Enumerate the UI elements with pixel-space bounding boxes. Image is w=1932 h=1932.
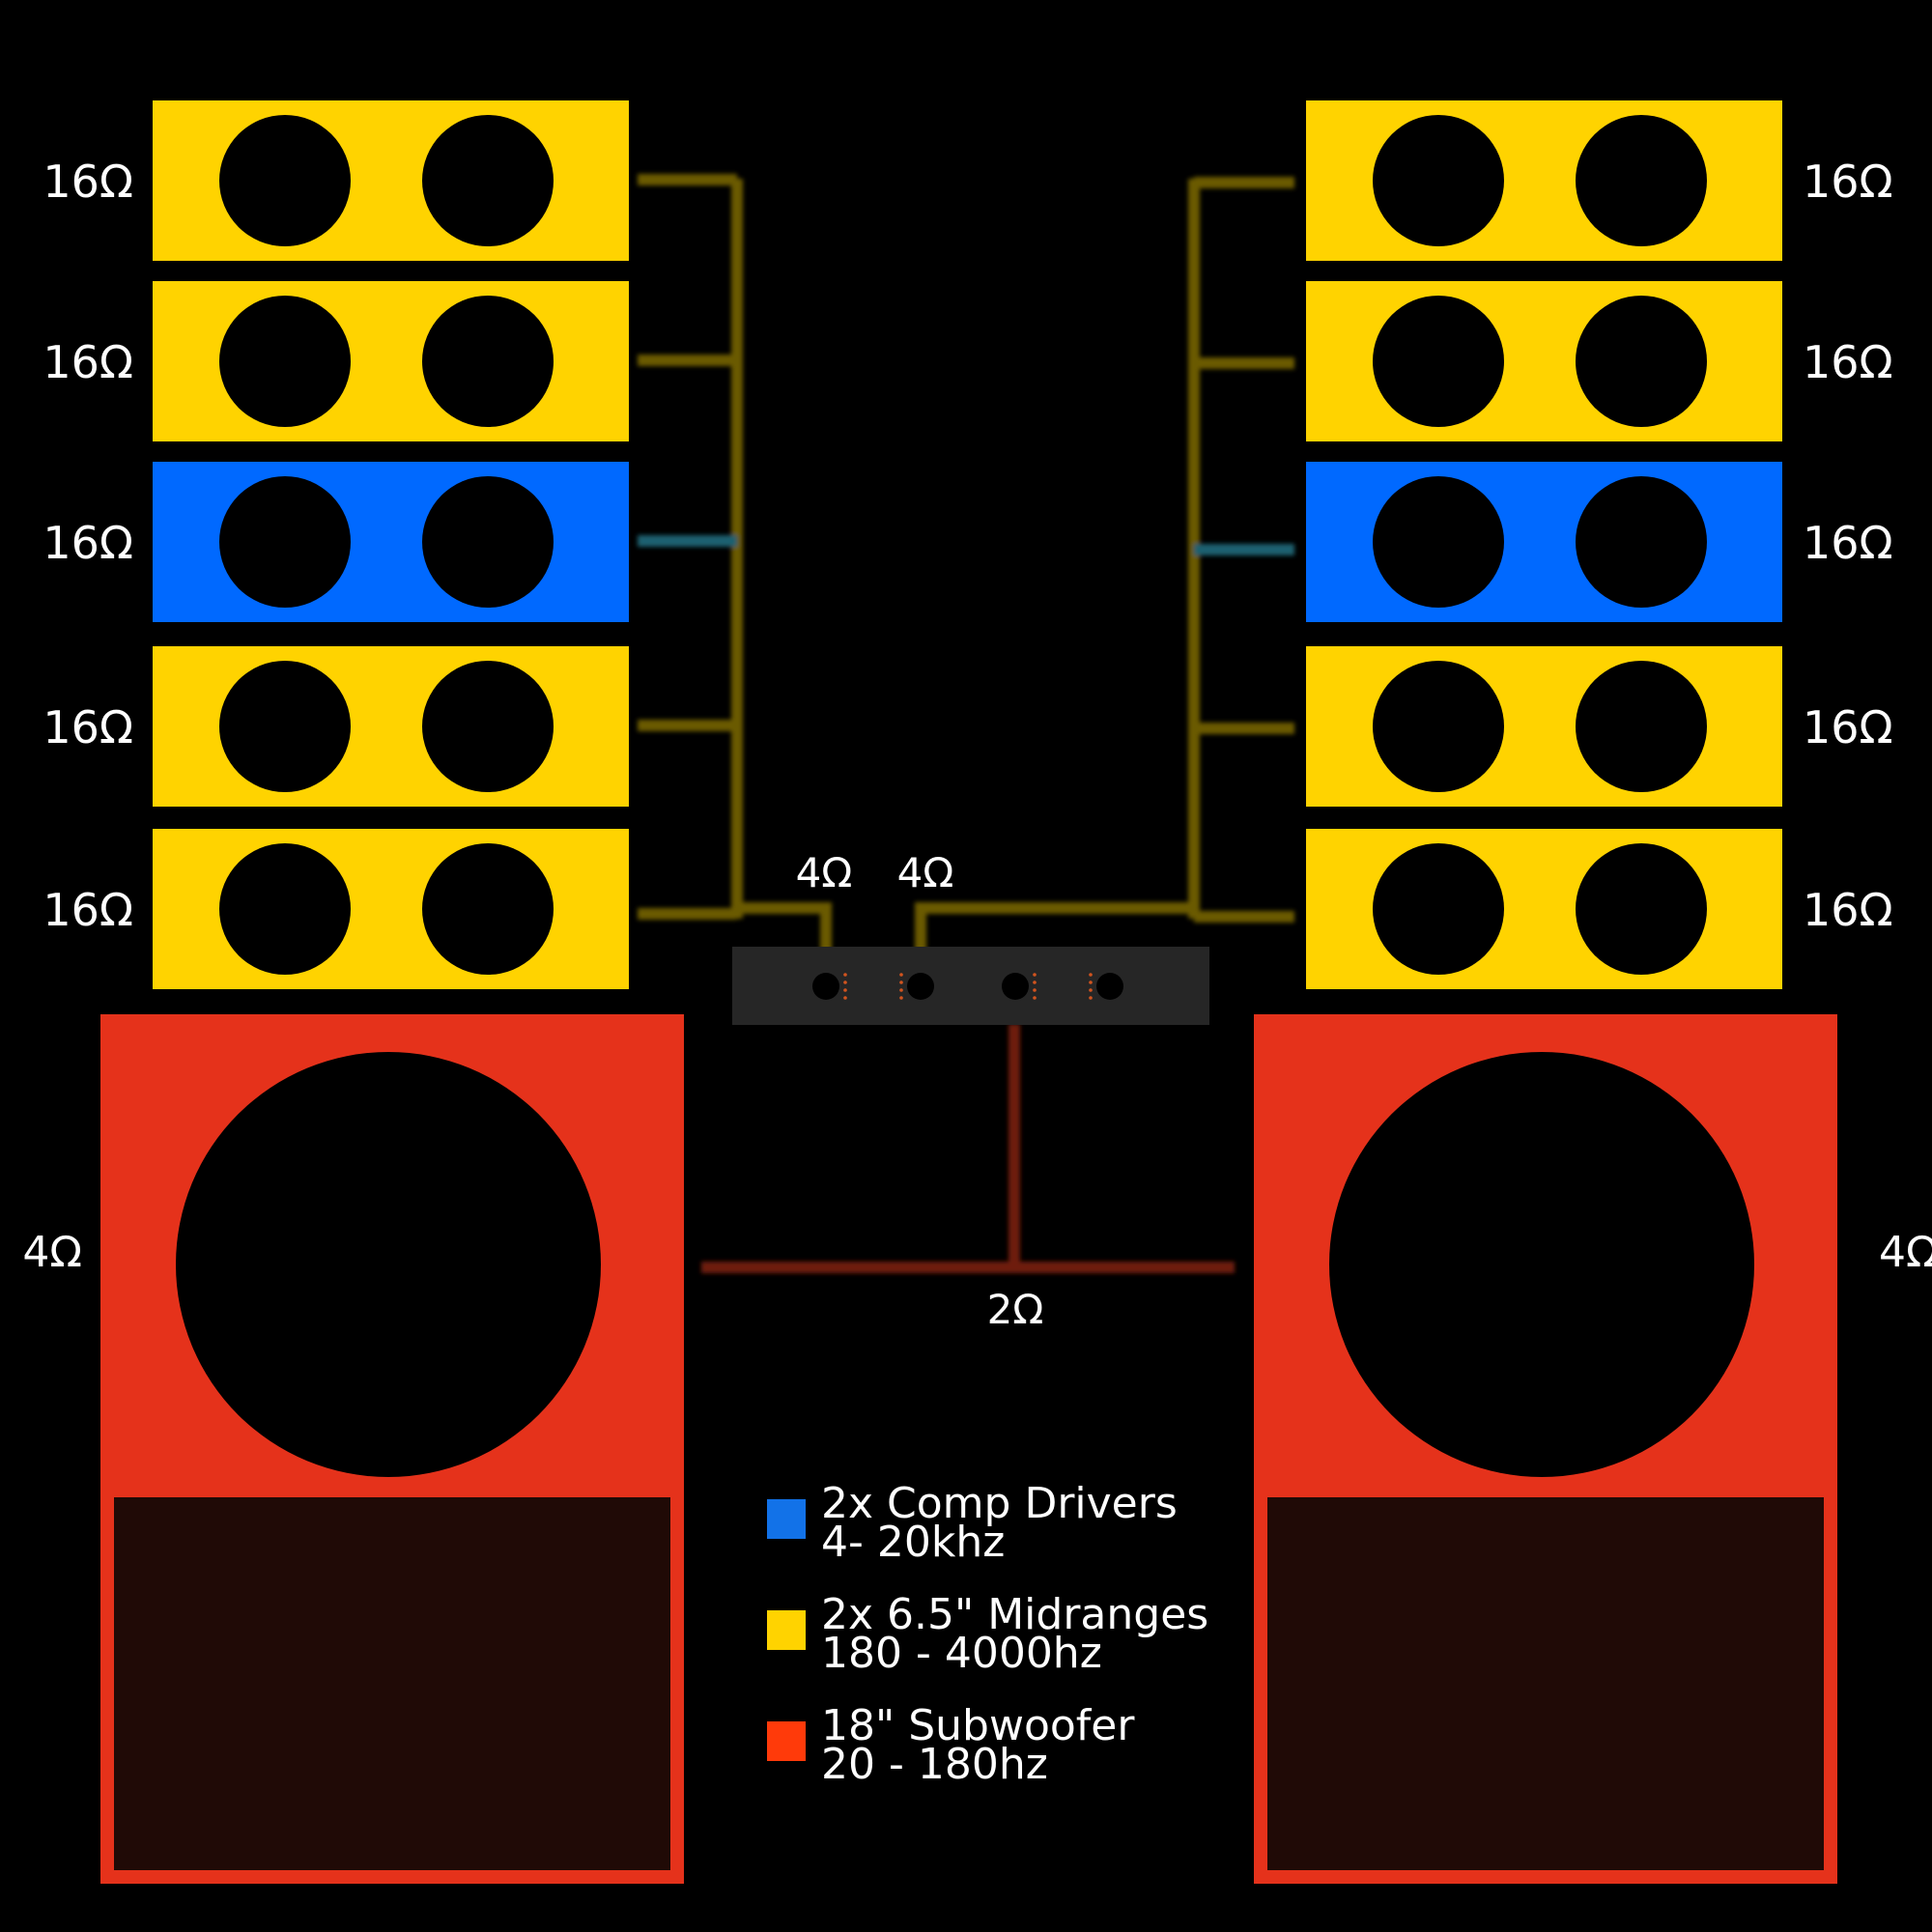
left-stack-cabinet-3 bbox=[153, 462, 629, 622]
right-stack-cabinet-2 bbox=[1306, 281, 1782, 441]
left-stack-cabinet-1 bbox=[153, 100, 629, 261]
cabinets bbox=[100, 100, 1837, 1884]
subwoofer-driver bbox=[176, 1052, 601, 1477]
terminal-dot bbox=[1033, 973, 1037, 977]
terminal-dot bbox=[843, 980, 847, 984]
amp-chassis bbox=[732, 947, 1209, 1025]
terminal-dot bbox=[899, 988, 903, 992]
right-row-3-impedance: 16Ω bbox=[1803, 517, 1893, 569]
amp-right-impedance: 4Ω bbox=[897, 849, 954, 896]
right-stack-cabinet-1 bbox=[1306, 100, 1782, 261]
comp-driver-2 bbox=[422, 476, 554, 608]
left-subwoofer-cabinet bbox=[100, 1014, 684, 1884]
terminal-dot bbox=[1089, 988, 1093, 992]
midrange-driver-2 bbox=[1576, 661, 1707, 792]
amplifier bbox=[732, 947, 1209, 1025]
amp-left-impedance: 4Ω bbox=[796, 849, 853, 896]
midrange-driver-1 bbox=[219, 661, 351, 792]
left-row-5-impedance: 16Ω bbox=[43, 884, 133, 936]
terminal-dot bbox=[899, 980, 903, 984]
sub-bridge-impedance: 2Ω bbox=[987, 1286, 1044, 1333]
amp-unit bbox=[732, 947, 1209, 1025]
right-stack-cabinet-4 bbox=[1306, 646, 1782, 807]
midrange-driver-1 bbox=[1373, 115, 1504, 246]
amp-terminal-1 bbox=[812, 973, 847, 1000]
terminal-dot bbox=[843, 996, 847, 1000]
right-sub-impedance: 4Ω bbox=[1879, 1228, 1932, 1277]
wiring bbox=[638, 174, 1294, 1273]
left-row-1-impedance: 16Ω bbox=[43, 156, 133, 208]
terminal-jack bbox=[812, 973, 839, 1000]
left-row-2-impedance: 16Ω bbox=[43, 336, 133, 388]
left-stack-cabinet-4 bbox=[153, 646, 629, 807]
midrange-driver-1 bbox=[219, 115, 351, 246]
right-to-amp-wire bbox=[915, 902, 1194, 952]
left-to-amp-wire bbox=[737, 902, 832, 952]
right-stack-cabinet-3 bbox=[1306, 462, 1782, 622]
midrange-driver-1 bbox=[219, 296, 351, 427]
left-sub-impedance: 4Ω bbox=[22, 1228, 82, 1277]
midrange-driver-2 bbox=[422, 296, 554, 427]
midrange-driver-2 bbox=[422, 115, 554, 246]
terminal-dot bbox=[899, 996, 903, 1000]
legend-range-mid: 180 - 4000hz bbox=[821, 1629, 1102, 1678]
amp-terminal-4 bbox=[1089, 973, 1123, 1000]
terminal-dot bbox=[1089, 973, 1093, 977]
terminal-jack bbox=[1096, 973, 1123, 1000]
midrange-driver-2 bbox=[422, 661, 554, 792]
legend-swatch-mid bbox=[767, 1610, 806, 1650]
midrange-driver-2 bbox=[422, 843, 554, 975]
terminal-dot bbox=[1033, 980, 1037, 984]
left-stack-cabinet-2 bbox=[153, 281, 629, 441]
impedance-labels: 16Ω 16Ω 16Ω 16Ω 16Ω 16Ω 16Ω 16Ω 16Ω 16Ω 4Ω 4Ω 2Ω 4Ω 4Ω bbox=[22, 156, 1932, 1333]
midrange-driver-1 bbox=[1373, 296, 1504, 427]
midrange-driver-2 bbox=[1576, 843, 1707, 975]
comp-driver-1 bbox=[1373, 476, 1504, 608]
legend-range-comp: 4- 20khz bbox=[821, 1518, 1005, 1567]
amp-terminal-3 bbox=[1002, 973, 1037, 1000]
left-stack-cabinet-5 bbox=[153, 829, 629, 989]
subwoofer-port bbox=[1267, 1497, 1824, 1870]
terminal-dot bbox=[1089, 996, 1093, 1000]
left-row-4-impedance: 16Ω bbox=[43, 701, 133, 753]
right-stack-cabinet-5 bbox=[1306, 829, 1782, 989]
legend-range-sub: 20 - 180hz bbox=[821, 1740, 1048, 1789]
terminal-dot bbox=[843, 988, 847, 992]
terminal-dot bbox=[843, 973, 847, 977]
right-row-5-impedance: 16Ω bbox=[1803, 884, 1893, 936]
comp-driver-2 bbox=[1576, 476, 1707, 608]
right-row-1-impedance: 16Ω bbox=[1803, 156, 1893, 208]
left-row-3-impedance: 16Ω bbox=[43, 517, 133, 569]
midrange-driver-2 bbox=[1576, 296, 1707, 427]
legend-title-mid: 2x 6.5" Midranges bbox=[821, 1590, 1208, 1639]
legend-swatch-comp bbox=[767, 1499, 806, 1539]
legend-title-sub: 18" Subwoofer bbox=[821, 1701, 1135, 1750]
midrange-driver-1 bbox=[1373, 843, 1504, 975]
amp-terminal-2 bbox=[899, 973, 934, 1000]
midrange-driver-1 bbox=[1373, 661, 1504, 792]
terminal-dot bbox=[899, 973, 903, 977]
right-row-4-impedance: 16Ω bbox=[1803, 701, 1893, 753]
right-subwoofer-cabinet bbox=[1254, 1014, 1837, 1884]
subwoofer-port bbox=[114, 1497, 670, 1870]
midrange-driver-1 bbox=[219, 843, 351, 975]
midrange-driver-2 bbox=[1576, 115, 1707, 246]
comp-driver-1 bbox=[219, 476, 351, 608]
terminal-dot bbox=[1033, 988, 1037, 992]
terminal-jack bbox=[1002, 973, 1029, 1000]
right-row-2-impedance: 16Ω bbox=[1803, 336, 1893, 388]
legend-title-comp: 2x Comp Drivers bbox=[821, 1479, 1178, 1528]
terminal-dot bbox=[1089, 980, 1093, 984]
terminal-jack bbox=[907, 973, 934, 1000]
subwoofer-driver bbox=[1329, 1052, 1754, 1477]
legend-swatch-sub bbox=[767, 1721, 806, 1761]
terminal-dot bbox=[1033, 996, 1037, 1000]
